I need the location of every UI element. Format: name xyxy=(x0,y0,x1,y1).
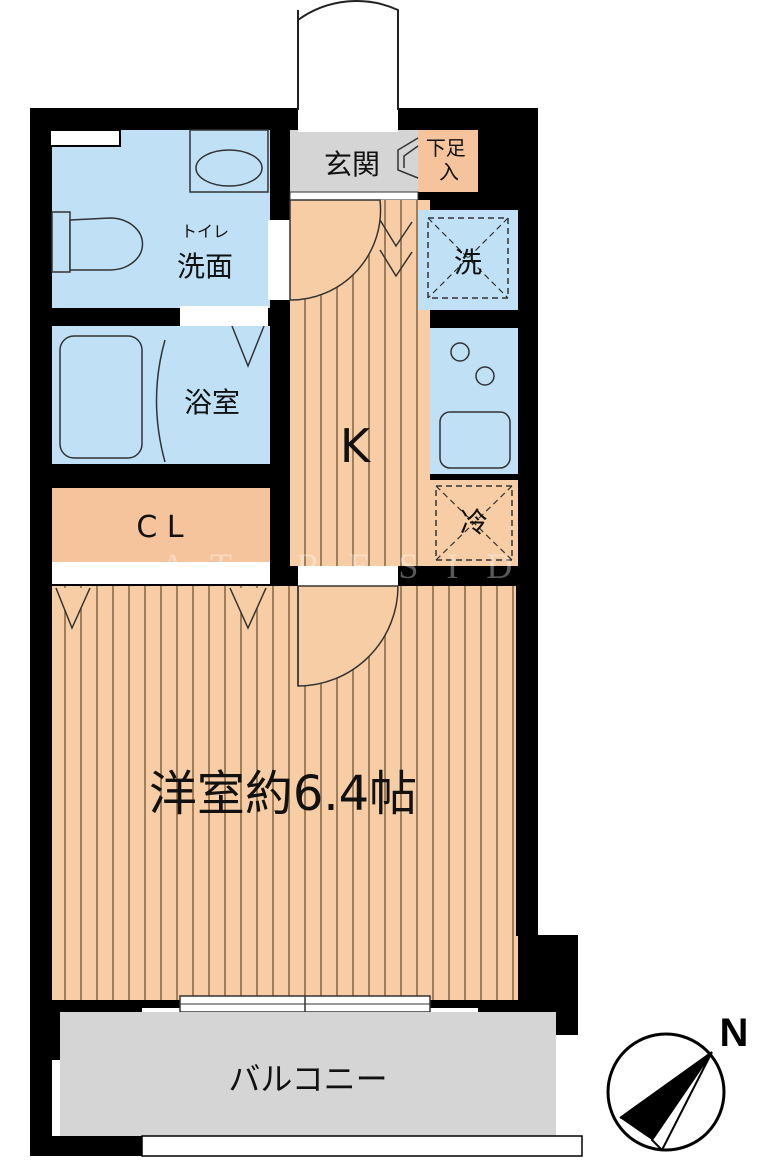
shoe-box xyxy=(418,130,478,192)
balcony-floor xyxy=(60,1012,556,1136)
label-kitchen: K xyxy=(340,419,372,473)
entrance-door-swing xyxy=(297,0,399,110)
label-shoe-box: 下足 入 xyxy=(426,136,472,184)
toilet-tank xyxy=(51,211,71,273)
western-room-right-edge xyxy=(516,586,518,936)
compass-north-label: N xyxy=(720,1011,749,1055)
window-top xyxy=(49,129,121,147)
entrance-floor xyxy=(290,130,418,192)
closet-door-strip xyxy=(52,562,270,584)
washer xyxy=(427,217,509,299)
fridge xyxy=(435,485,513,561)
stove-burner-1 xyxy=(450,342,470,362)
laundry-area xyxy=(418,210,518,310)
balcony-rail xyxy=(141,1135,583,1157)
entrance-door-gap xyxy=(298,106,398,132)
label-washroom: 洗面 xyxy=(177,250,233,283)
bath-door-fold xyxy=(231,325,265,369)
label-entrance: 玄関 xyxy=(324,148,380,181)
balcony-left-wall xyxy=(30,1060,52,1140)
label-bath: 浴室 xyxy=(184,386,240,419)
western-room-floor xyxy=(52,586,518,1000)
stove-burner-2 xyxy=(475,366,495,386)
sink-basin xyxy=(195,149,263,187)
bath-door-gap xyxy=(180,306,268,326)
label-fridge: 冷 xyxy=(460,506,488,539)
compass: N xyxy=(606,1011,749,1152)
closet-fold-left xyxy=(55,587,91,630)
label-shoe-box-line2: 入 xyxy=(439,160,459,184)
bath-door xyxy=(155,339,166,463)
label-western-room: 洋室約6.4帖 xyxy=(149,766,417,822)
label-toilet: トイレ xyxy=(181,222,229,241)
balcony-bottom-wall xyxy=(30,1136,142,1156)
entrance-step xyxy=(289,191,419,201)
label-balcony: バルコニー xyxy=(228,1060,387,1098)
room-door-swing xyxy=(297,585,399,687)
watermark: AT RESIDENCE xyxy=(160,546,746,586)
label-shoe-box-line1: 下足 xyxy=(426,136,466,160)
kitchen-sink xyxy=(439,411,511,469)
kitchen-door-swing xyxy=(289,199,382,301)
shoe-box-door xyxy=(397,137,419,179)
closet-area xyxy=(52,488,270,562)
toilet-door-gap xyxy=(268,220,290,300)
label-closet: C L xyxy=(136,510,183,545)
kitchen-door-gap xyxy=(298,566,398,586)
bathtub xyxy=(59,335,143,459)
toilet-bowl xyxy=(69,217,144,271)
compass-needle xyxy=(620,1052,712,1140)
shoe-box-door-2 xyxy=(403,145,419,168)
kitchen-fold-door xyxy=(379,219,413,248)
label-laundry: 洗 xyxy=(454,246,482,279)
closet-fold-right xyxy=(229,587,267,630)
